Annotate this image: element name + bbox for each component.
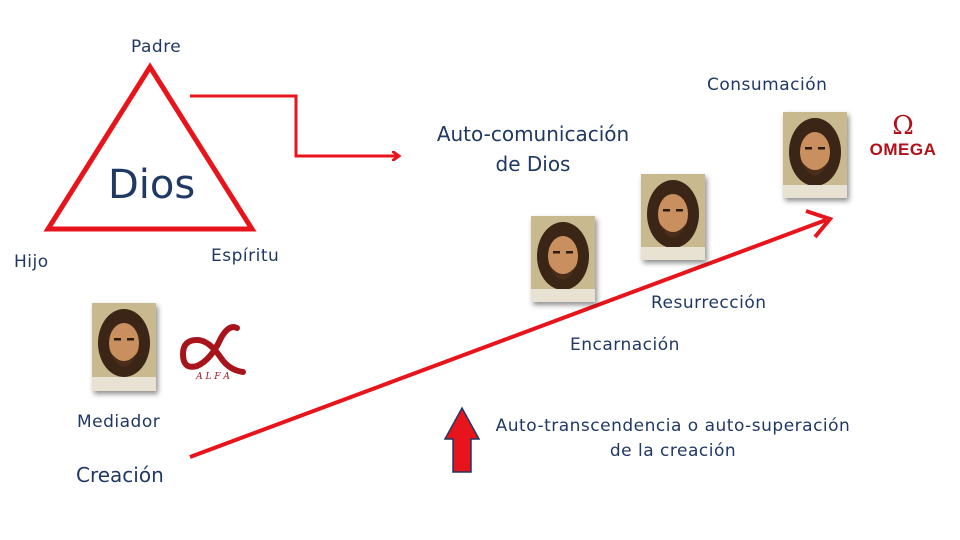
- label-hijo: Hijo: [14, 252, 49, 272]
- portrait-mediator: [92, 303, 156, 391]
- communication-arrow: [190, 94, 398, 156]
- label-resurreccion: Resurrección: [651, 293, 767, 313]
- label-creacion: Creación: [76, 463, 164, 487]
- label-encarnacion: Encarnación: [570, 335, 680, 355]
- label-self-communication: Auto-comunicación de Dios: [436, 122, 630, 176]
- history-arrow: [189, 218, 827, 459]
- label-dios: Dios: [108, 162, 196, 208]
- omega-symbol: Ω: [892, 111, 914, 141]
- label-espiritu: Espíritu: [211, 246, 280, 266]
- portrait-resurrection: [641, 174, 705, 260]
- omega-text: OMEGA: [869, 140, 937, 159]
- trinity-triangle: [43, 62, 257, 232]
- label-transcendence: Auto-transcendencia o auto-superación de…: [495, 416, 851, 461]
- label-mediador: Mediador: [77, 412, 161, 432]
- alpha-text: A L F A: [196, 372, 230, 382]
- portrait-consummation: [783, 112, 847, 198]
- upward-arrow: [443, 406, 481, 473]
- label-padre: Padre: [131, 37, 182, 57]
- label-consumacion: Consumación: [707, 75, 828, 95]
- alpha-logo: A L F A: [177, 320, 249, 386]
- portrait-incarnation: [531, 216, 595, 302]
- alpha-symbol-icon: [179, 324, 246, 375]
- omega-logo: Ω OMEGA: [856, 110, 950, 172]
- history-arrowhead: [805, 209, 834, 239]
